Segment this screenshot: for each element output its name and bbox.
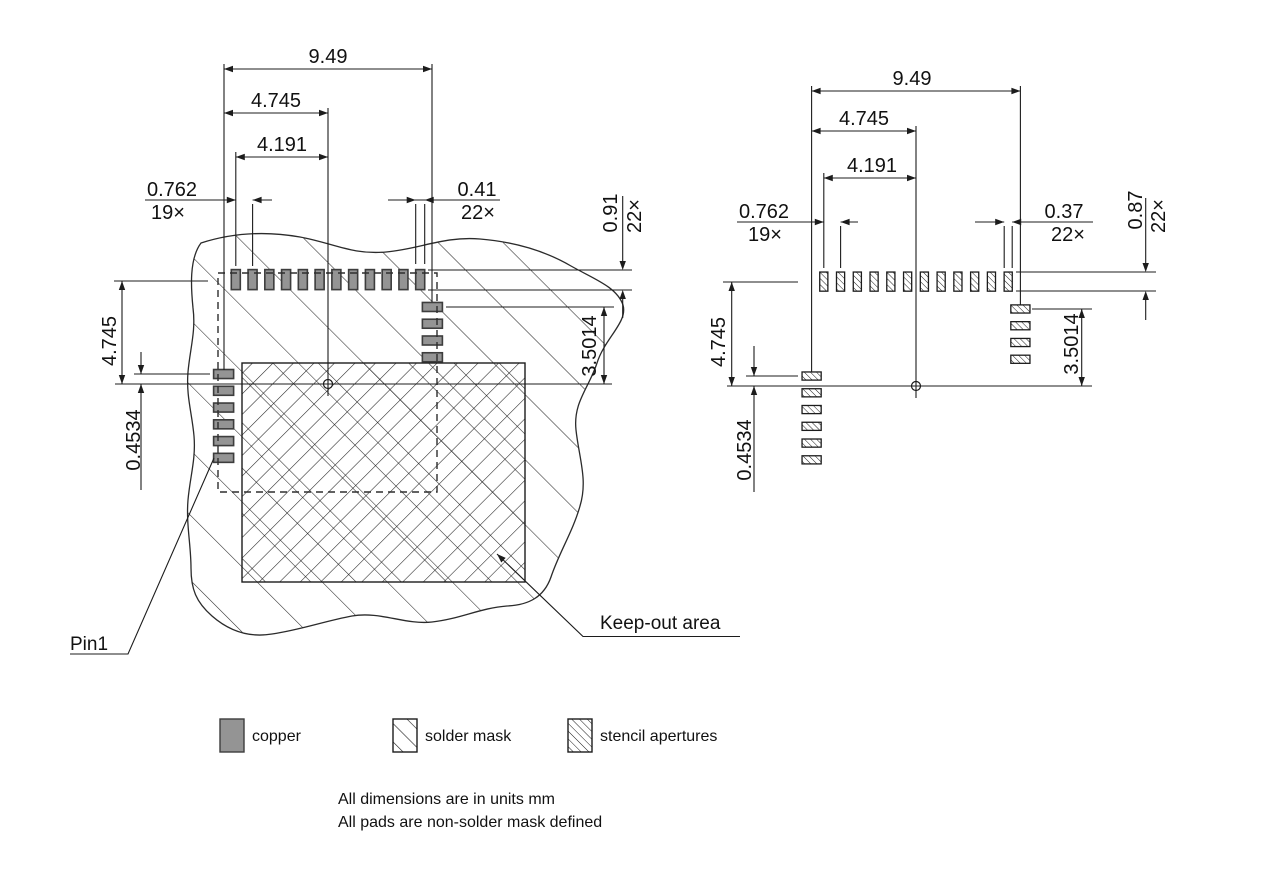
stencil-aperture: [1010, 321, 1031, 331]
origin-marker: [910, 380, 922, 392]
copper-pad: [212, 402, 235, 413]
copper-pad: [414, 268, 426, 291]
dim-center-to-first-pad: 4.191: [257, 134, 307, 156]
dim-pitch-count: 19×: [748, 224, 782, 246]
copper-pad: [212, 452, 235, 464]
stencil-aperture: [1010, 304, 1031, 314]
pcb-copper-view: 9.49 4.745 4.191 0.762 19× 0.41 22× 0.91…: [70, 46, 740, 655]
copper-swatch: [219, 718, 245, 753]
stencil-aperture: [902, 271, 913, 292]
origin-marker: [322, 378, 334, 390]
dim-overall-width: 9.49: [893, 68, 932, 90]
dim-vertical-half: 4.745: [708, 317, 730, 367]
copper-pad: [297, 268, 309, 291]
legend-item-solder-mask: solder mask: [392, 718, 512, 753]
dim-pitch: 0.762: [739, 201, 789, 223]
copper-pad: [421, 318, 444, 330]
stencil-aperture: [801, 438, 822, 448]
dim-center-to-first-pad: 4.191: [847, 155, 897, 177]
copper-pad: [314, 268, 325, 291]
stencil-view: 9.49 4.745 4.191 0.762 19× 0.37 22× 0.87…: [708, 68, 1170, 492]
stencil-aperture: [1010, 354, 1031, 364]
dim-right-col-offset: 3.5014: [579, 315, 601, 376]
dim-vertical-half: 4.745: [99, 316, 121, 366]
copper-pad: [421, 351, 444, 363]
stencil-aperture: [919, 271, 930, 292]
pin1-label: Pin1: [70, 634, 108, 655]
legend-label: stencil apertures: [600, 728, 717, 745]
stencil-aperture: [801, 455, 822, 465]
dimension-lines: [114, 64, 632, 490]
stencil-aperture: [801, 371, 822, 381]
stencil-aperture: [936, 271, 946, 292]
stencil-aperture: [852, 271, 863, 292]
legend-label: solder mask: [425, 728, 512, 745]
copper-pad: [398, 268, 409, 291]
dim-half-width: 4.745: [251, 90, 301, 112]
copper-pad: [247, 268, 258, 291]
copper-pad: [280, 268, 292, 291]
note-units: All dimensions are in units mm: [338, 791, 555, 808]
copper-pad: [347, 268, 359, 291]
dim-right-col-offset: 3.5014: [1061, 313, 1083, 374]
note-pads: All pads are non-solder mask defined: [338, 814, 602, 831]
stencil-aperture: [969, 271, 980, 292]
keepout-callout: Keep-out area: [496, 553, 740, 638]
dim-aperture-length: 0.87: [1125, 191, 1147, 230]
keep-out-area: [241, 362, 526, 583]
stencil-aperture: [819, 271, 829, 292]
dimension-lines: [723, 86, 1156, 492]
copper-pad: [212, 419, 235, 430]
dim-pad-width: 0.41: [458, 179, 497, 201]
copper-pad: [212, 368, 235, 380]
legend-label: copper: [252, 728, 302, 745]
copper-pad: [421, 301, 444, 313]
dimension-arrows: [728, 87, 1149, 396]
pin1-callout: Pin1: [70, 457, 215, 655]
solder-mask-swatch: [393, 719, 417, 752]
dim-aperture-width: 0.37: [1045, 201, 1084, 223]
keepout-label: Keep-out area: [600, 613, 721, 634]
dim-pad-length: 0.91: [600, 194, 622, 233]
copper-pad: [212, 385, 235, 397]
stencil-aperture: [886, 271, 896, 292]
copper-pad: [264, 268, 275, 291]
stencil-aperture: [835, 271, 846, 292]
dim-left-col-offset: 0.4534: [734, 419, 756, 480]
dim-left-col-offset: 0.4534: [123, 409, 145, 470]
stencil-aperture: [869, 271, 879, 292]
legend-item-copper: copper: [219, 718, 302, 753]
dim-pad-width-count: 22×: [461, 202, 495, 224]
stencil-aperture: [986, 271, 997, 292]
stencil-aperture: [1003, 271, 1013, 292]
dim-pitch: 0.762: [147, 179, 197, 201]
stencil-aperture: [801, 388, 822, 398]
stencil-aperture: [1010, 337, 1031, 348]
dim-aperture-width-count: 22×: [1051, 224, 1085, 246]
stencil-aperture: [801, 421, 822, 432]
dim-pad-length-count: 22×: [624, 199, 646, 233]
copper-pad: [230, 268, 242, 291]
notes: All dimensions are in units mm All pads …: [338, 791, 602, 831]
copper-pad: [331, 268, 342, 291]
dim-pitch-count: 19×: [151, 202, 185, 224]
stencil-apertures-swatch: [568, 719, 592, 752]
copper-pad: [381, 268, 392, 291]
dim-overall-width: 9.49: [309, 46, 348, 68]
copper-pads: [212, 268, 444, 464]
copper-pad: [212, 435, 235, 447]
dim-aperture-length-count: 22×: [1148, 199, 1170, 233]
copper-pad: [421, 335, 444, 346]
legend: copper solder mask stencil apertures: [219, 718, 717, 753]
dim-half-width: 4.745: [839, 108, 889, 130]
stencil-aperture: [953, 271, 963, 292]
stencil-aperture: [801, 404, 822, 415]
legend-item-stencil-apertures: stencil apertures: [567, 718, 717, 753]
copper-pad: [364, 268, 376, 291]
